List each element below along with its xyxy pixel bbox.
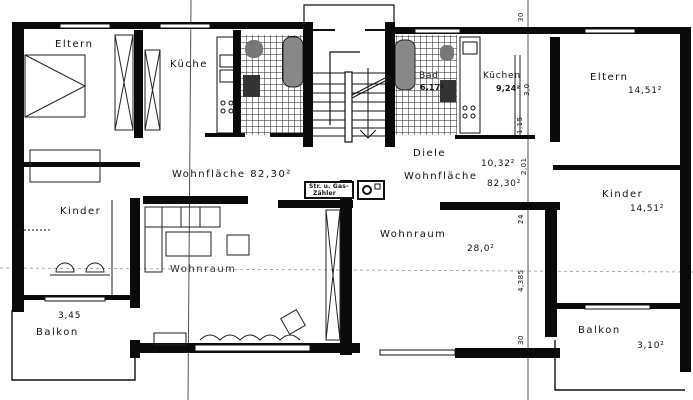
- room-label-kinder-left: Kinder: [60, 206, 102, 217]
- room-label-kinder-right: Kinder: [602, 189, 644, 200]
- room-label-balkon-left: Balkon: [36, 327, 79, 338]
- dim-kitchen-right: 3,0: [523, 83, 531, 96]
- kueche-right-area: 9,24²: [496, 84, 521, 93]
- room-label-eltern-left: Eltern: [55, 39, 94, 50]
- total-area-right-label: Wohnfläche: [404, 171, 478, 182]
- balconies: [11, 310, 685, 391]
- meter-box: [304, 181, 354, 199]
- total-area-left: Wohnfläche 82,30²: [172, 169, 292, 180]
- living-furniture: [144, 206, 306, 346]
- meter-box-line1: Str. u. Gas-: [309, 183, 349, 190]
- windows: [44, 23, 651, 356]
- dim-wohnraum-bottom: 30: [517, 335, 525, 345]
- eltern-right-area: 14,51²: [628, 86, 663, 96]
- room-label-balkon-right: Balkon: [578, 325, 621, 336]
- kids-left-fixtures: [20, 200, 113, 295]
- bed-left: [24, 54, 101, 183]
- room-label-eltern-right: Eltern: [590, 72, 629, 83]
- dim-kitchen-lower: 1,15: [516, 116, 524, 134]
- kinder-right-area: 14,51²: [630, 204, 665, 214]
- room-label-bad: Bad: [419, 71, 439, 81]
- room-label-kueche-left: Küche: [170, 59, 208, 70]
- wardrobes: [114, 34, 521, 341]
- kitchen-right-fixtures: [459, 36, 481, 134]
- room-label-wohnraum-left: Wohnraum: [170, 264, 237, 275]
- room-label-diele: Diele: [413, 148, 447, 159]
- dim-wohnraum-mid: 4,385: [517, 269, 525, 292]
- stairwell: [303, 4, 395, 143]
- wohnraum-right-area: 28,0²: [467, 244, 495, 254]
- total-area-right-value: 82,30²: [487, 179, 522, 189]
- dim-diele: 2,01: [520, 157, 528, 175]
- dim-wohnraum-top: 24: [517, 214, 525, 224]
- room-label-kueche-right: Küchen: [483, 71, 521, 81]
- balkon-left-area: 3,45: [58, 311, 82, 321]
- dim-top: 30: [517, 12, 525, 22]
- room-label-wohnraum-right: Wohnraum: [380, 229, 447, 240]
- bad-area: 6,17²: [420, 83, 445, 92]
- meter-box-line2: Zähler: [313, 190, 336, 197]
- balkon-right-area: 3,10²: [637, 341, 665, 351]
- diele-area: 10,32²: [481, 159, 516, 169]
